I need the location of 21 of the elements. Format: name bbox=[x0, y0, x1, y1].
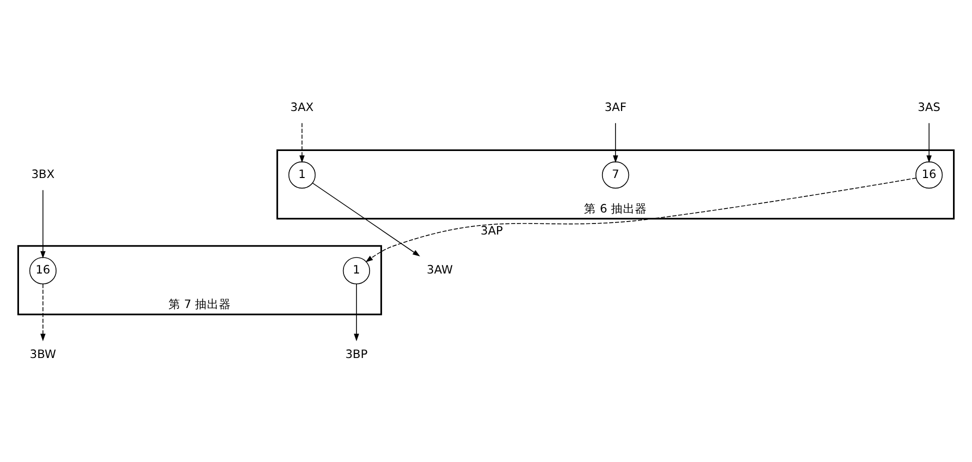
node-text: 3AF bbox=[604, 100, 626, 114]
node-circle: 16 bbox=[29, 256, 57, 284]
node-text: 3BW bbox=[30, 346, 56, 360]
node-circle: 1 bbox=[288, 160, 316, 188]
arrow bbox=[612, 122, 618, 162]
arrow bbox=[365, 177, 917, 262]
node-text: 3AS bbox=[918, 100, 940, 114]
arrow bbox=[926, 122, 932, 162]
arrow bbox=[40, 283, 46, 341]
arrow bbox=[354, 283, 360, 341]
node-circle: 1 bbox=[342, 256, 370, 284]
node-text: 3AX bbox=[290, 100, 314, 114]
arrow bbox=[40, 189, 46, 258]
arrow bbox=[312, 182, 420, 256]
node-text: 3BX bbox=[31, 166, 55, 181]
node-text: 3BP bbox=[345, 346, 368, 360]
node-circle: 16 bbox=[915, 160, 943, 188]
node-text: 3AW bbox=[426, 262, 453, 276]
node-circle: 7 bbox=[602, 160, 630, 188]
arrow bbox=[299, 122, 305, 162]
edge-label: 3AP bbox=[480, 223, 503, 238]
